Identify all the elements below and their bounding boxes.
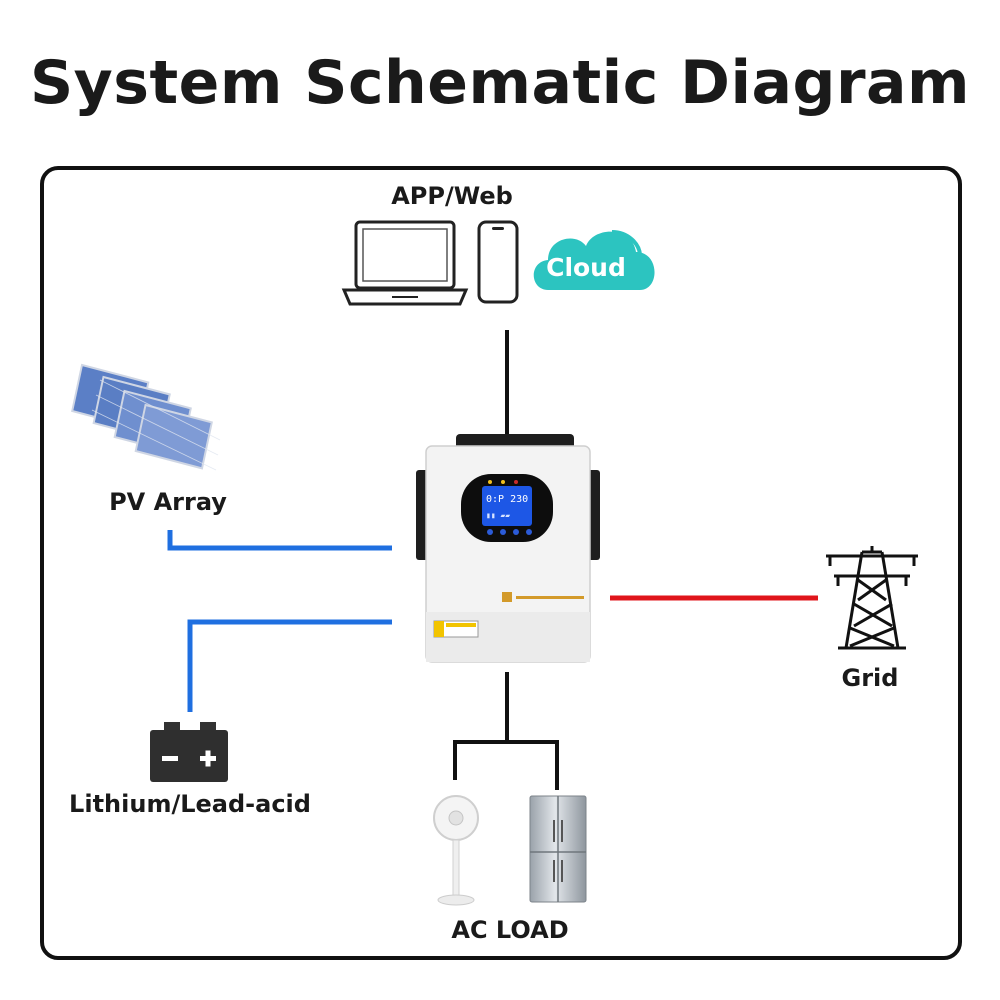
pv-array-label: PV Array: [109, 488, 227, 516]
app-web-label: APP/Web: [391, 182, 513, 210]
svg-text:0:P 230: 0:P 230: [486, 494, 528, 505]
svg-text:▮▮ ▰▰: ▮▮ ▰▰: [486, 511, 510, 520]
battery-line: [187, 619, 392, 712]
cloud-label: Cloud: [546, 253, 626, 282]
pv-line: [167, 530, 392, 551]
load-branch-line: [453, 740, 559, 790]
page-title: System Schematic Diagram: [29, 48, 971, 118]
battery-label: Lithium/Lead-acid: [69, 790, 311, 818]
ac-load-label: AC LOAD: [451, 916, 569, 944]
diagram-frame: [40, 166, 962, 960]
grid-label: Grid: [841, 664, 899, 692]
